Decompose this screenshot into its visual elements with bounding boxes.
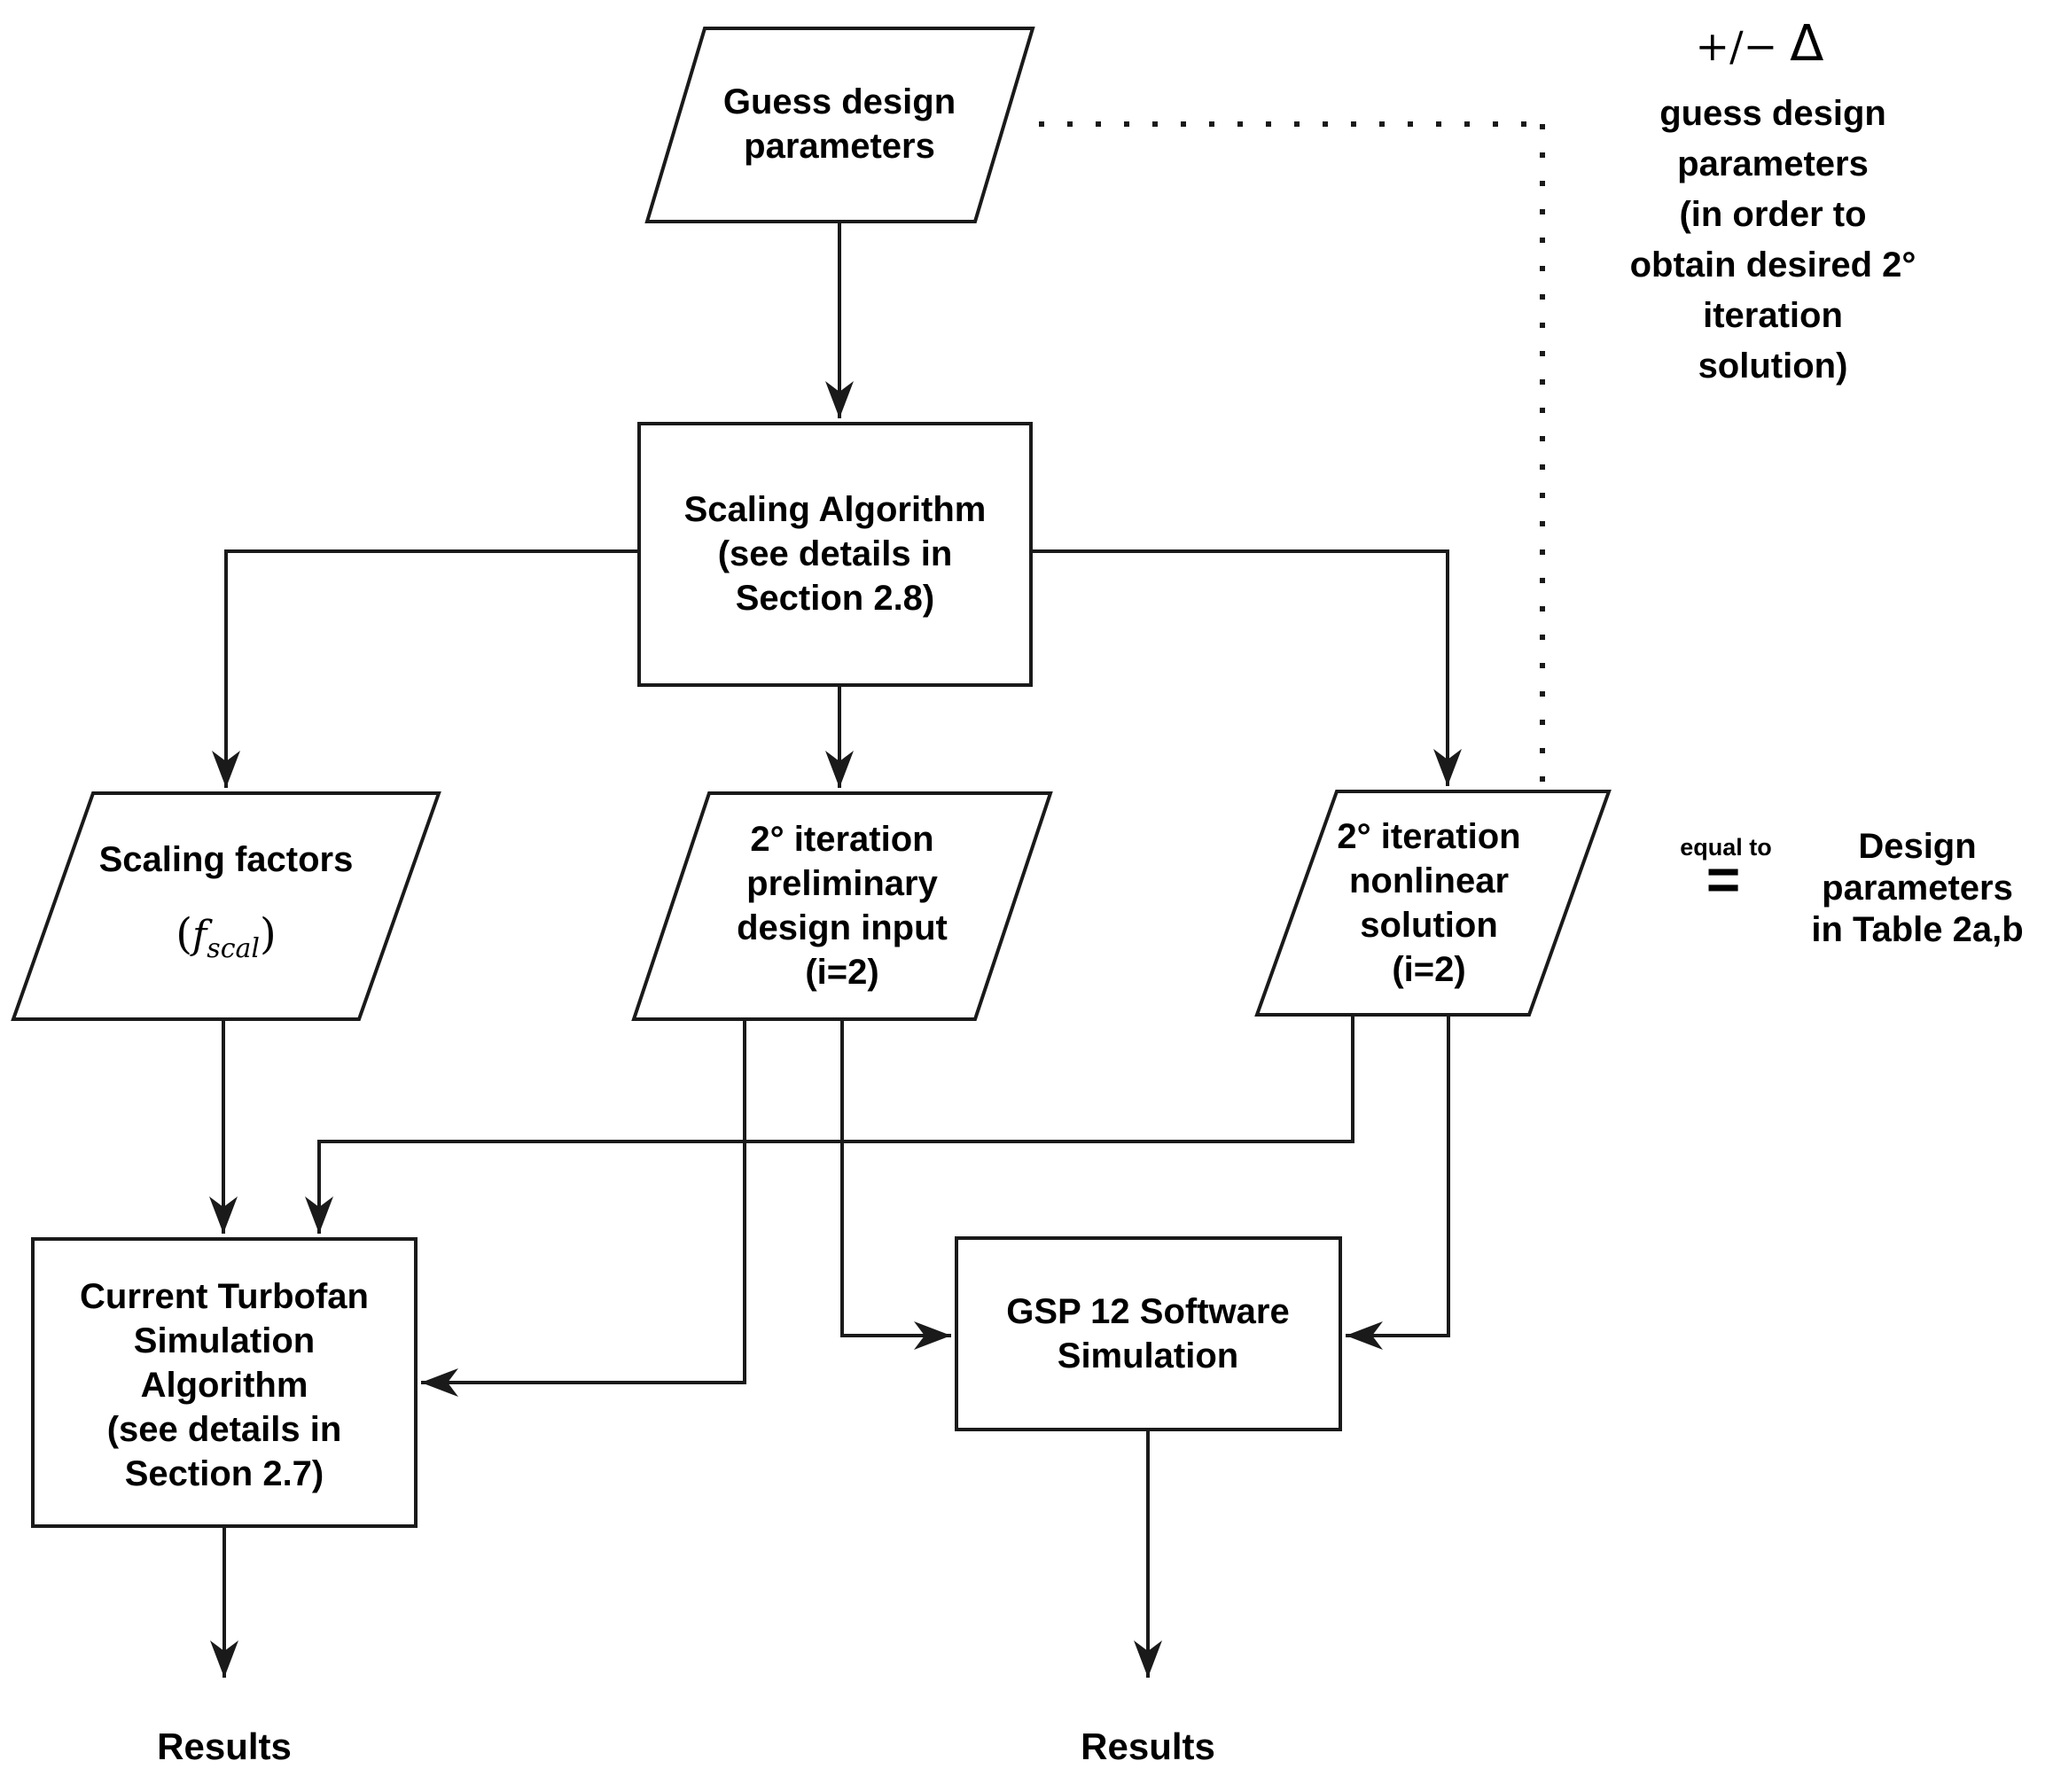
delta-icon: Δ	[1790, 15, 1824, 73]
gsp-simulation-shape	[955, 1236, 1342, 1431]
plus-minus-text: +/−	[1695, 22, 1778, 70]
plus-minus-delta-annotation: +/−Δ	[1627, 19, 1893, 71]
scaling-factors-shape	[11, 791, 441, 1021]
equals-sign: =	[1706, 846, 1741, 912]
nonlinear-solution-label: 2° iteration nonlinear solution (i=2)	[1337, 817, 1521, 989]
design-parameters-note: Design parameters in Table 2a,b	[1811, 827, 2024, 949]
edge-nonlinear-solution-to-gsp-sim	[1346, 1015, 1450, 1350]
equal-to-label: equal to	[1680, 834, 1772, 861]
results-label-right: Results	[1081, 1726, 1215, 1767]
edge-preliminary-input-to-gsp-sim	[840, 1019, 951, 1350]
edge-preliminary-input-to-turbofan-sim	[421, 1019, 746, 1397]
scaling-algorithm-label: Scaling Algorithm (see details in Sectio…	[683, 490, 987, 618]
turbofan-simulation-label: Current Turbofan Simulation Algorithm (s…	[80, 1277, 369, 1493]
formula-f-symbol: f	[192, 913, 207, 958]
edge-nonlinear-solution-to-turbofan-sim	[305, 1015, 1354, 1234]
edge-scaling-algorithm-to-nonlinear-solution	[1031, 549, 1462, 786]
guess-note-annotation: guess design parameters (in order to obt…	[1629, 94, 1916, 386]
guess-design-parameters-shape	[644, 27, 1035, 223]
formula-subscript: scal	[207, 932, 260, 964]
guess-design-parameters-label: Guess design parameters	[722, 82, 956, 166]
preliminary-design-input-label: 2° iteration preliminary design input (i…	[737, 820, 948, 992]
formula-open-paren: (	[176, 909, 192, 959]
edge-scaling-algorithm-to-scaling-factors	[212, 549, 639, 788]
scaling-algorithm-shape	[637, 422, 1033, 687]
turbofan-simulation-shape	[31, 1237, 418, 1528]
gsp-simulation-label: GSP 12 Software Simulation	[1006, 1292, 1290, 1375]
preliminary-design-input-shape	[631, 791, 1053, 1021]
scaling-factors-label: Scaling factors	[98, 840, 354, 879]
formula-close-paren: )	[259, 909, 277, 959]
results-label-left: Results	[157, 1726, 292, 1767]
scaling-factors-formula: (fscal)	[49, 913, 403, 970]
nonlinear-solution-shape	[1254, 790, 1612, 1017]
